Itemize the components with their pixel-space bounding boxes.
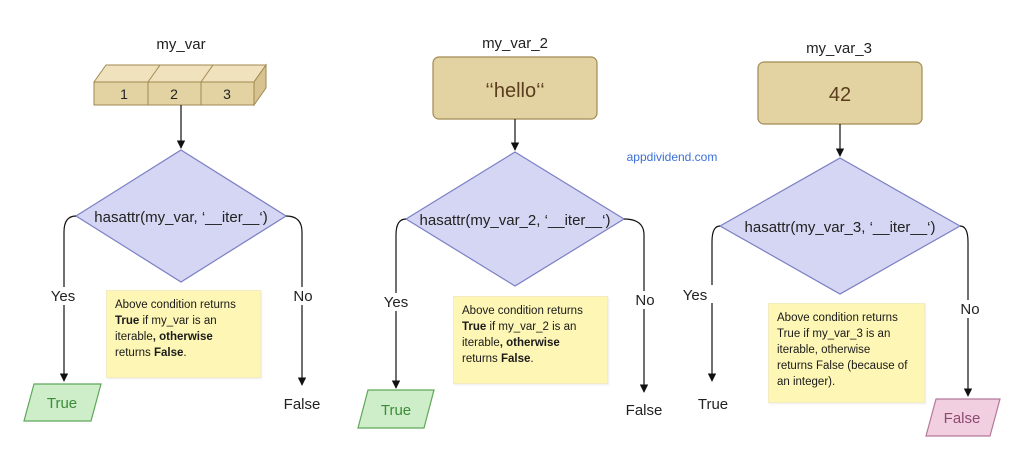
- array-cell-2: 2: [170, 86, 178, 102]
- yes-connector: [707, 225, 721, 382]
- note-line: iterable, otherwise: [777, 344, 871, 356]
- note-bold: True: [115, 315, 140, 327]
- watermark-text: appdividend.com: [627, 150, 718, 164]
- condition-text: hasattr(my_var_3, ‘__iter__‘): [745, 219, 936, 236]
- yes-label: Yes: [384, 294, 408, 311]
- flow-my-var-3: my_var_3 42 hasattr(my_var_3, ‘__iter__‘…: [676, 40, 1001, 437]
- false-result: False: [626, 402, 663, 419]
- note-bold: True: [462, 321, 487, 333]
- no-label: No: [293, 288, 312, 305]
- note-line: True if my_var_3 is an: [777, 328, 891, 340]
- note-line: Above condition returns: [115, 299, 236, 311]
- no-connector: [285, 215, 307, 386]
- condition-diamond: [74, 149, 288, 283]
- yes-connector: [391, 218, 407, 389]
- note-flow1: Above condition returns True if my_var i…: [106, 290, 261, 378]
- no-label: No: [960, 301, 979, 318]
- note-text: iterable: [462, 337, 500, 349]
- note-text: if my_var_2 is an: [486, 321, 577, 333]
- yes-label: Yes: [51, 288, 75, 305]
- note-bold: , otherwise: [499, 337, 560, 349]
- value-text: 42: [829, 84, 851, 106]
- array-cell-3: 3: [223, 86, 231, 102]
- flow3-title: my_var_3: [806, 40, 872, 57]
- note-line: an integer).: [777, 376, 836, 388]
- condition-diamond: [404, 151, 626, 287]
- flow-my-var: my_var 1 2 3 hasattr(my_var, ‘__iter__‘)…: [23, 36, 321, 422]
- yes-label: Yes: [683, 287, 707, 304]
- condition-text: hasattr(my_var_2, ‘__iter__‘): [420, 212, 611, 229]
- false-result: False: [284, 396, 321, 413]
- note-text: if my_var is an: [139, 315, 217, 327]
- note-text: .: [183, 347, 187, 359]
- condition-diamond: [718, 157, 962, 295]
- yes-connector: [59, 215, 77, 382]
- note-text: returns: [115, 347, 154, 359]
- note-line: Above condition returns: [777, 312, 898, 324]
- note-bold: , otherwise: [152, 331, 213, 343]
- true-parallelogram: [23, 383, 102, 422]
- flow-my-var-2: my_var_2 ‘‘hello‘‘ hasattr(my_var_2, ‘__…: [357, 35, 663, 429]
- false-parallelogram: [925, 398, 1001, 437]
- value-text: ‘‘hello‘‘: [485, 80, 544, 102]
- true-result: True: [381, 402, 411, 419]
- note-bold: False: [501, 353, 531, 365]
- true-result: True: [47, 395, 77, 412]
- no-connector: [959, 225, 973, 397]
- condition-text: hasattr(my_var, ‘__iter__‘): [94, 209, 267, 226]
- note-line: Above condition returns: [462, 305, 583, 317]
- false-result: False: [944, 410, 981, 427]
- note-text: .: [530, 353, 534, 365]
- no-label: No: [635, 292, 654, 309]
- true-result: True: [698, 396, 728, 413]
- note-bold: False: [154, 347, 184, 359]
- flow1-title: my_var: [156, 36, 205, 53]
- note-flow2: Above condition returns True if my_var_2…: [453, 296, 608, 384]
- note-line: returns False (because of: [777, 360, 908, 372]
- array-box: [93, 63, 267, 107]
- note-text: iterable: [115, 331, 153, 343]
- note-text: returns: [462, 353, 501, 365]
- no-connector: [623, 218, 649, 393]
- flow2-title: my_var_2: [482, 35, 548, 52]
- true-parallelogram: [357, 389, 435, 429]
- note-flow3: Above condition returns True if my_var_3…: [768, 303, 925, 403]
- array-cell-1: 1: [120, 86, 128, 102]
